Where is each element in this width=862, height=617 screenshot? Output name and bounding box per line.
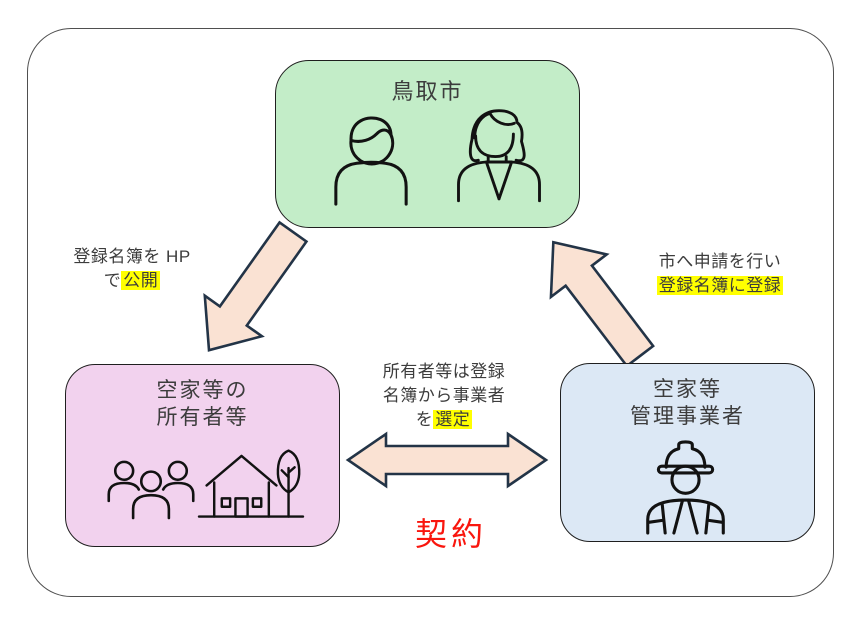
city-box: 鳥取市	[275, 60, 580, 228]
construction-worker-icon	[646, 440, 725, 535]
select-label-line3-pre: を	[415, 410, 434, 429]
publish-label-line1: 登録名簿を HP	[73, 247, 191, 266]
owners-box-title-line2: 所有者等	[156, 406, 249, 429]
select-label-line1: 所有者等は登録	[382, 362, 506, 381]
city-box-title: 鳥取市	[391, 79, 464, 104]
managers-box-title: 空家等 管理事業者	[561, 376, 814, 430]
apply-label: 市へ申請を行い 登録名簿に登録	[630, 250, 810, 298]
publish-label-line2: で公開	[52, 269, 212, 293]
owners-box-title-line1: 空家等の	[156, 379, 249, 402]
select-highlight-text: 選定	[433, 410, 473, 429]
people-group-icon	[107, 460, 195, 520]
man-icon	[334, 116, 408, 206]
owners-box-title: 空家等の 所有者等	[66, 377, 339, 431]
apply-highlight-text: 登録名簿に登録	[656, 276, 784, 295]
publish-highlight-text: 公開	[121, 271, 161, 290]
contract-label: 契約	[415, 516, 488, 552]
publish-label-line2-pre: で	[103, 271, 122, 290]
owners-box: 空家等の 所有者等	[65, 364, 340, 547]
managers-box-title-line2: 管理事業者	[630, 405, 745, 428]
apply-label-line1: 市へ申請を行い	[658, 252, 782, 271]
select-label-line3: を選定	[358, 408, 530, 432]
select-label: 所有者等は登録 名簿から事業者 を選定	[358, 360, 530, 432]
select-label-line2: 名簿から事業者	[382, 386, 506, 405]
apply-label-line2: 登録名簿に登録	[630, 274, 810, 298]
managers-box: 空家等 管理事業者	[560, 363, 815, 542]
managers-box-title-line1: 空家等	[653, 378, 722, 401]
woman-icon	[457, 109, 541, 203]
house-tree-icon	[197, 449, 305, 518]
publish-label: 登録名簿を HP で公開	[52, 245, 212, 293]
